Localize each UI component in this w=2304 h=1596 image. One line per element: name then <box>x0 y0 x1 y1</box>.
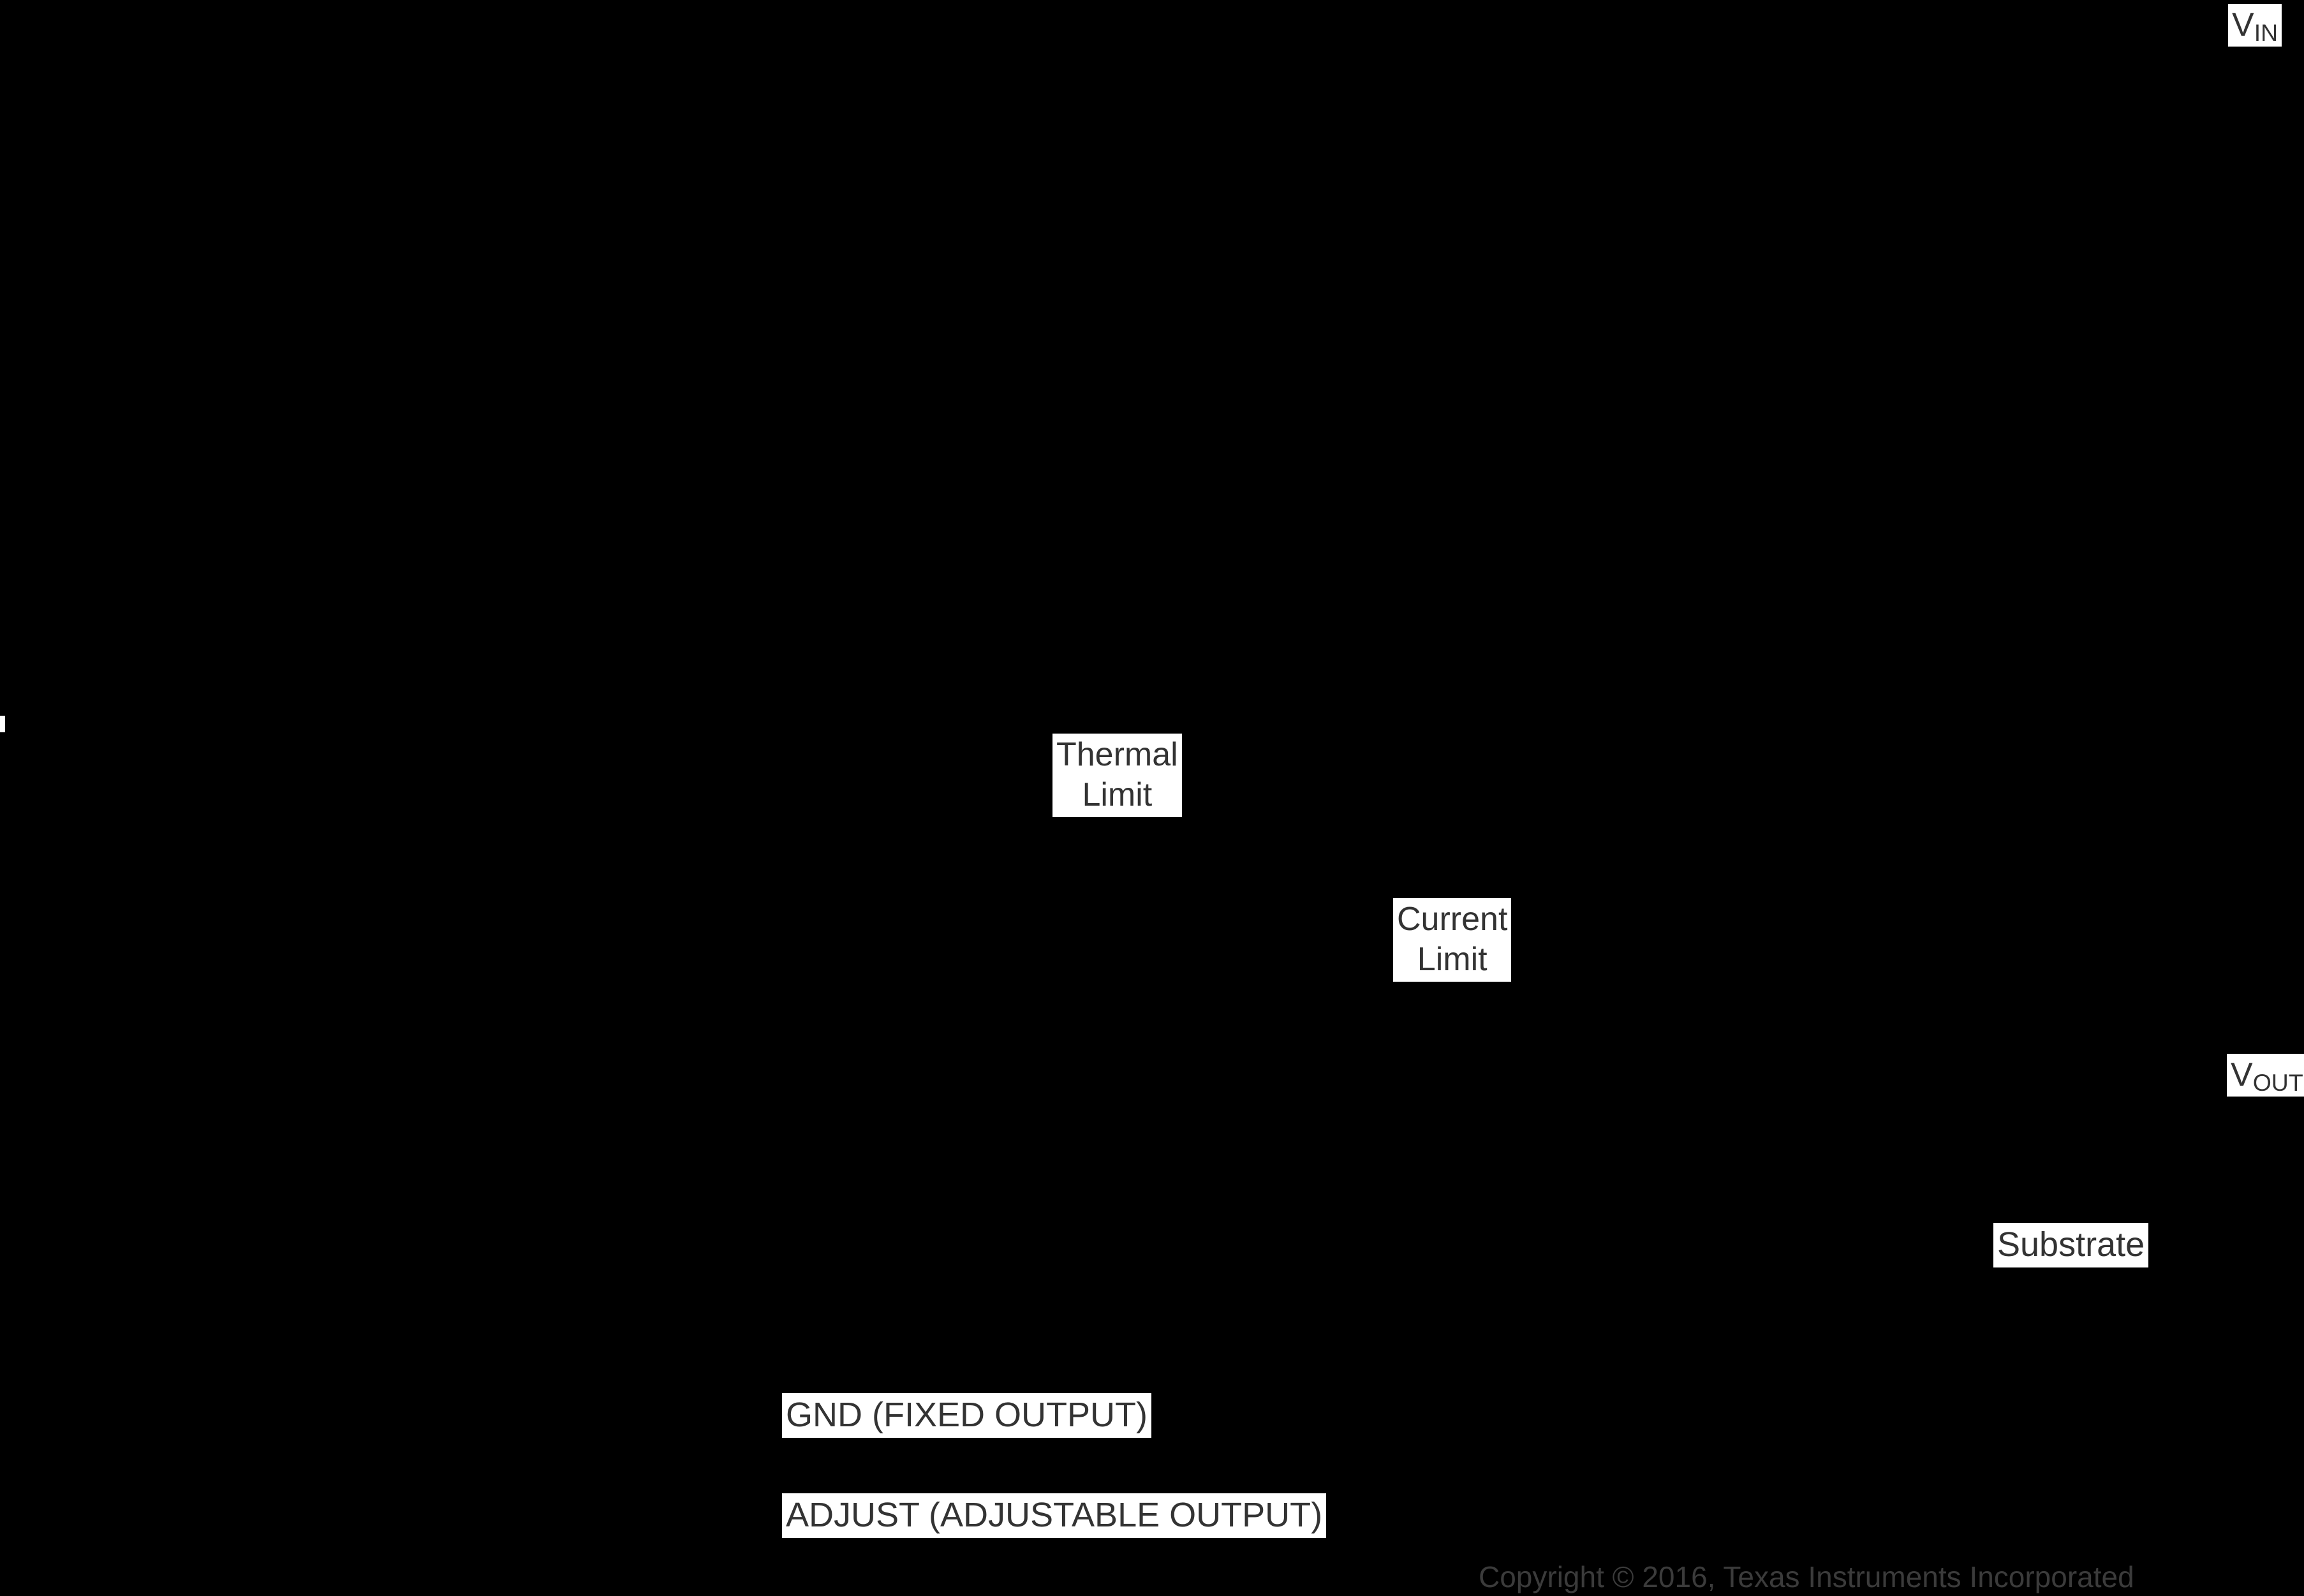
thermal-limit-block-label: Thermal Limit <box>1052 734 1182 817</box>
substrate-pin-label-text: Substrate <box>1997 1225 2145 1264</box>
current-limit-block-label: Current Limit <box>1393 898 1512 982</box>
vout-pin-label-subscript: OUT <box>2252 1069 2303 1097</box>
vin-pin-label-main: V <box>2232 6 2254 43</box>
vout-pin-label-main: V <box>2231 1056 2253 1093</box>
vin-pin-label: VIN <box>2228 4 2282 47</box>
clipped-label-fragment <box>0 716 5 732</box>
current-limit-line1: Current <box>1397 901 1508 938</box>
thermal-limit-line1: Thermal <box>1056 736 1178 773</box>
thermal-limit-line2: Limit <box>1082 776 1153 814</box>
adjust-adjustable-output-pin-label-text: ADJUST (ADJUSTABLE OUTPUT) <box>786 1496 1323 1534</box>
substrate-pin-label: Substrate <box>1993 1223 2149 1267</box>
copyright-notice: Copyright © 2016, Texas Instruments Inco… <box>1479 1560 2134 1593</box>
current-limit-line2: Limit <box>1417 941 1488 979</box>
gnd-fixed-output-pin-label-text: GND (FIXED OUTPUT) <box>786 1396 1148 1434</box>
gnd-fixed-output-pin-label: GND (FIXED OUTPUT) <box>782 1393 1151 1438</box>
adjust-adjustable-output-pin-label: ADJUST (ADJUSTABLE OUTPUT) <box>782 1493 1327 1538</box>
vout-pin-label: VOUT <box>2227 1054 2304 1097</box>
vin-pin-label-subscript: IN <box>2254 19 2278 47</box>
